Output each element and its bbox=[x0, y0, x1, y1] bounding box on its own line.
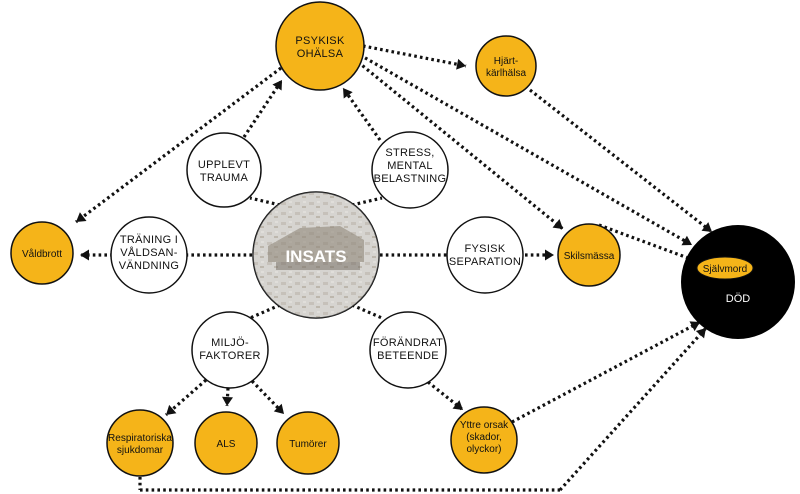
node-yttre-orsak: Yttre orsak (skador, olyckor) bbox=[450, 406, 518, 474]
node-label: DÖD bbox=[726, 293, 751, 305]
node-label: kärlhälsa bbox=[486, 68, 526, 79]
node-hjart-karlhalsa: Hjärt- kärlhälsa bbox=[475, 35, 537, 97]
edge-yttre-to-dod-arrowhead bbox=[689, 321, 700, 332]
node-label: FAKTORER bbox=[199, 350, 261, 362]
node-label: Skilsmässa bbox=[564, 251, 615, 262]
node-als: ALS bbox=[194, 411, 258, 475]
node-insats: INSATS bbox=[252, 191, 380, 319]
node-miljofaktorer: MILJÖ- FAKTORER bbox=[191, 311, 269, 389]
node-label: STRESS, bbox=[385, 147, 434, 159]
node-label: Yttre orsak bbox=[460, 420, 509, 431]
node-fysisk-separation: FYSISK SEPARATION bbox=[446, 216, 524, 294]
node-label: MENTAL bbox=[387, 160, 433, 172]
node-label: Hjärt- bbox=[494, 56, 518, 67]
edge-skilsmassa-to-dod bbox=[598, 223, 689, 260]
edge-insats-forandrat bbox=[351, 303, 383, 320]
edge-psykisk-to-dod-arrowhead bbox=[681, 235, 692, 246]
node-label: TRAUMA bbox=[200, 172, 249, 184]
edge-insats-trauma bbox=[249, 196, 281, 207]
node-label: Självmord bbox=[703, 264, 747, 275]
edge-hjart-to-dod bbox=[529, 88, 713, 234]
edge-insats-miljo bbox=[249, 303, 281, 320]
edge-psykisk-to-skilsmassa-arrowhead bbox=[552, 219, 563, 229]
edge-miljo-to-als-arrowhead bbox=[222, 396, 233, 406]
node-upplevt-trauma: UPPLEVT TRAUMA bbox=[186, 132, 262, 208]
node-label: OHÄLSA bbox=[297, 48, 344, 60]
node-psykisk-ohalsa: PSYKISK OHÄLSA bbox=[275, 1, 365, 91]
node-stress-mental-belastning: STRESS, MENTAL BELASTNING bbox=[371, 131, 449, 209]
edge-miljo-to-resp-arrowhead bbox=[166, 404, 177, 415]
node-label: TRÄNING I bbox=[120, 234, 178, 246]
node-label: VÄNDNING bbox=[119, 260, 179, 272]
edge-miljo-to-tumorer-arrowhead bbox=[273, 403, 284, 414]
nodes-layer: PSYKISK OHÄLSA Hjärt- kärlhälsa Våldbrot… bbox=[10, 1, 795, 477]
edge-trauma-to-psykisk bbox=[242, 79, 284, 138]
edge-psykisk-to-valdbrott bbox=[75, 66, 282, 224]
edge-stress-to-psykisk-arrowhead bbox=[343, 88, 353, 99]
node-label: sjukdomar bbox=[117, 445, 164, 456]
node-label: Respiratoriska bbox=[108, 433, 172, 444]
node-label: BELASTNING bbox=[374, 173, 447, 185]
node-valdbrott: Våldbrott bbox=[10, 221, 74, 285]
edge-stress-to-psykisk bbox=[341, 87, 382, 141]
edge-bottom-to-dod-arrowhead bbox=[695, 328, 706, 339]
edge-psykisk-to-hjart-arrowhead bbox=[456, 58, 466, 70]
node-label: BETEENDE bbox=[377, 350, 439, 362]
edge-insats-to-skilsmassa-arrowhead bbox=[545, 249, 554, 261]
node-label: INSATS bbox=[285, 247, 346, 266]
node-sjalvmord: Självmord bbox=[696, 256, 754, 280]
node-dod: DÖD bbox=[681, 225, 795, 339]
node-respiratoriska-sjukdomar: Respiratoriska sjukdomar bbox=[106, 409, 174, 477]
node-label: (skador, bbox=[466, 432, 502, 443]
node-label: olyckor) bbox=[466, 444, 501, 455]
node-skilsmassa: Skilsmässa bbox=[557, 223, 621, 287]
node-label: Våldbrott bbox=[22, 248, 62, 260]
node-label: FÖRÄNDRAT bbox=[373, 337, 443, 349]
node-label: PSYKISK bbox=[295, 35, 345, 47]
node-label: MILJÖ- bbox=[211, 337, 249, 349]
edge-hjart-to-dod-arrowhead bbox=[701, 222, 712, 232]
edge-insats-to-valdbrott-arrowhead bbox=[80, 249, 89, 261]
edge-trauma-to-psykisk-arrowhead bbox=[272, 80, 282, 91]
node-label: FYSISK bbox=[465, 243, 506, 255]
vehicle-silhouette bbox=[268, 226, 364, 262]
node-traning-valdsanvandning: TRÄNING I VÅLDSAN- VÄNDNING bbox=[110, 216, 188, 294]
node-label: ALS bbox=[217, 439, 236, 450]
edge-bottom-to-dod bbox=[558, 326, 708, 492]
edges-layer bbox=[75, 44, 713, 492]
node-label: SEPARATION bbox=[449, 256, 521, 268]
edge-miljo-to-tumorer bbox=[250, 379, 286, 416]
edge-psykisk-to-hjart bbox=[362, 44, 467, 68]
node-forandrat-beteende: FÖRÄNDRAT BETEENDE bbox=[369, 311, 447, 389]
node-tumorer: Tumörer bbox=[276, 411, 340, 475]
node-label: VÅLDSAN- bbox=[120, 246, 177, 259]
edge-forandrat-to-yttre-arrowhead bbox=[452, 400, 463, 410]
edge-yttre-to-dod bbox=[511, 320, 701, 424]
edge-psykisk-to-valdbrott-arrowhead bbox=[76, 212, 87, 222]
node-label: UPPLEVT bbox=[198, 159, 250, 171]
node-label: Tumörer bbox=[289, 439, 327, 450]
edge-insats-stress bbox=[351, 196, 383, 207]
